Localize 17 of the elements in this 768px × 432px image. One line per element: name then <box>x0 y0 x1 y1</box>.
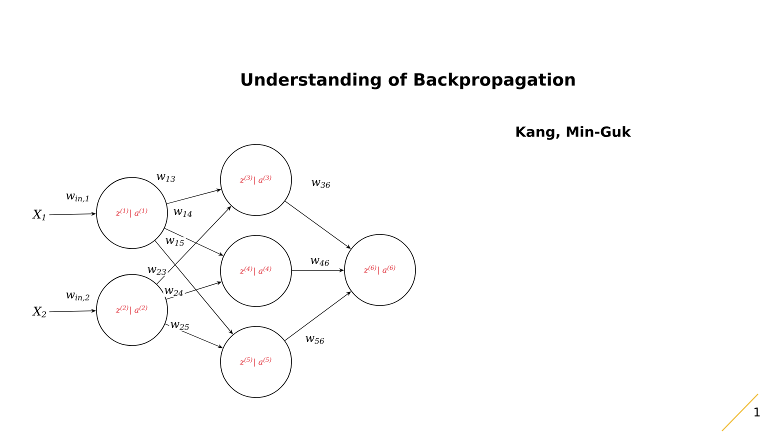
page-number: 1 <box>754 408 760 416</box>
input-label: X$_{1}$ <box>32 210 45 220</box>
author-name: Kang, Min-Guk <box>516 126 632 140</box>
weight-label: w$_{15}$ <box>164 237 186 247</box>
input-label: X$_{2}$ <box>32 306 46 318</box>
weight-label: w$_{14}$ <box>172 208 194 218</box>
weight-label: w$_{in,2}$ <box>64 292 92 302</box>
arrow <box>284 200 351 249</box>
arrow <box>164 228 224 256</box>
weight-label: w$_{25}$ <box>169 321 191 331</box>
weight-label: w$_{36}$ <box>310 179 332 189</box>
title: Understanding of Backpropagation <box>242 72 575 90</box>
weight-label: w$_{23}$ <box>146 266 168 276</box>
weight-label: w$_{46}$ <box>309 257 331 267</box>
weight-label: w$_{in,1}$ <box>64 192 92 204</box>
weight-label: w$_{56}$ <box>304 335 326 345</box>
weight-label: w$_{24}$ <box>163 287 185 297</box>
